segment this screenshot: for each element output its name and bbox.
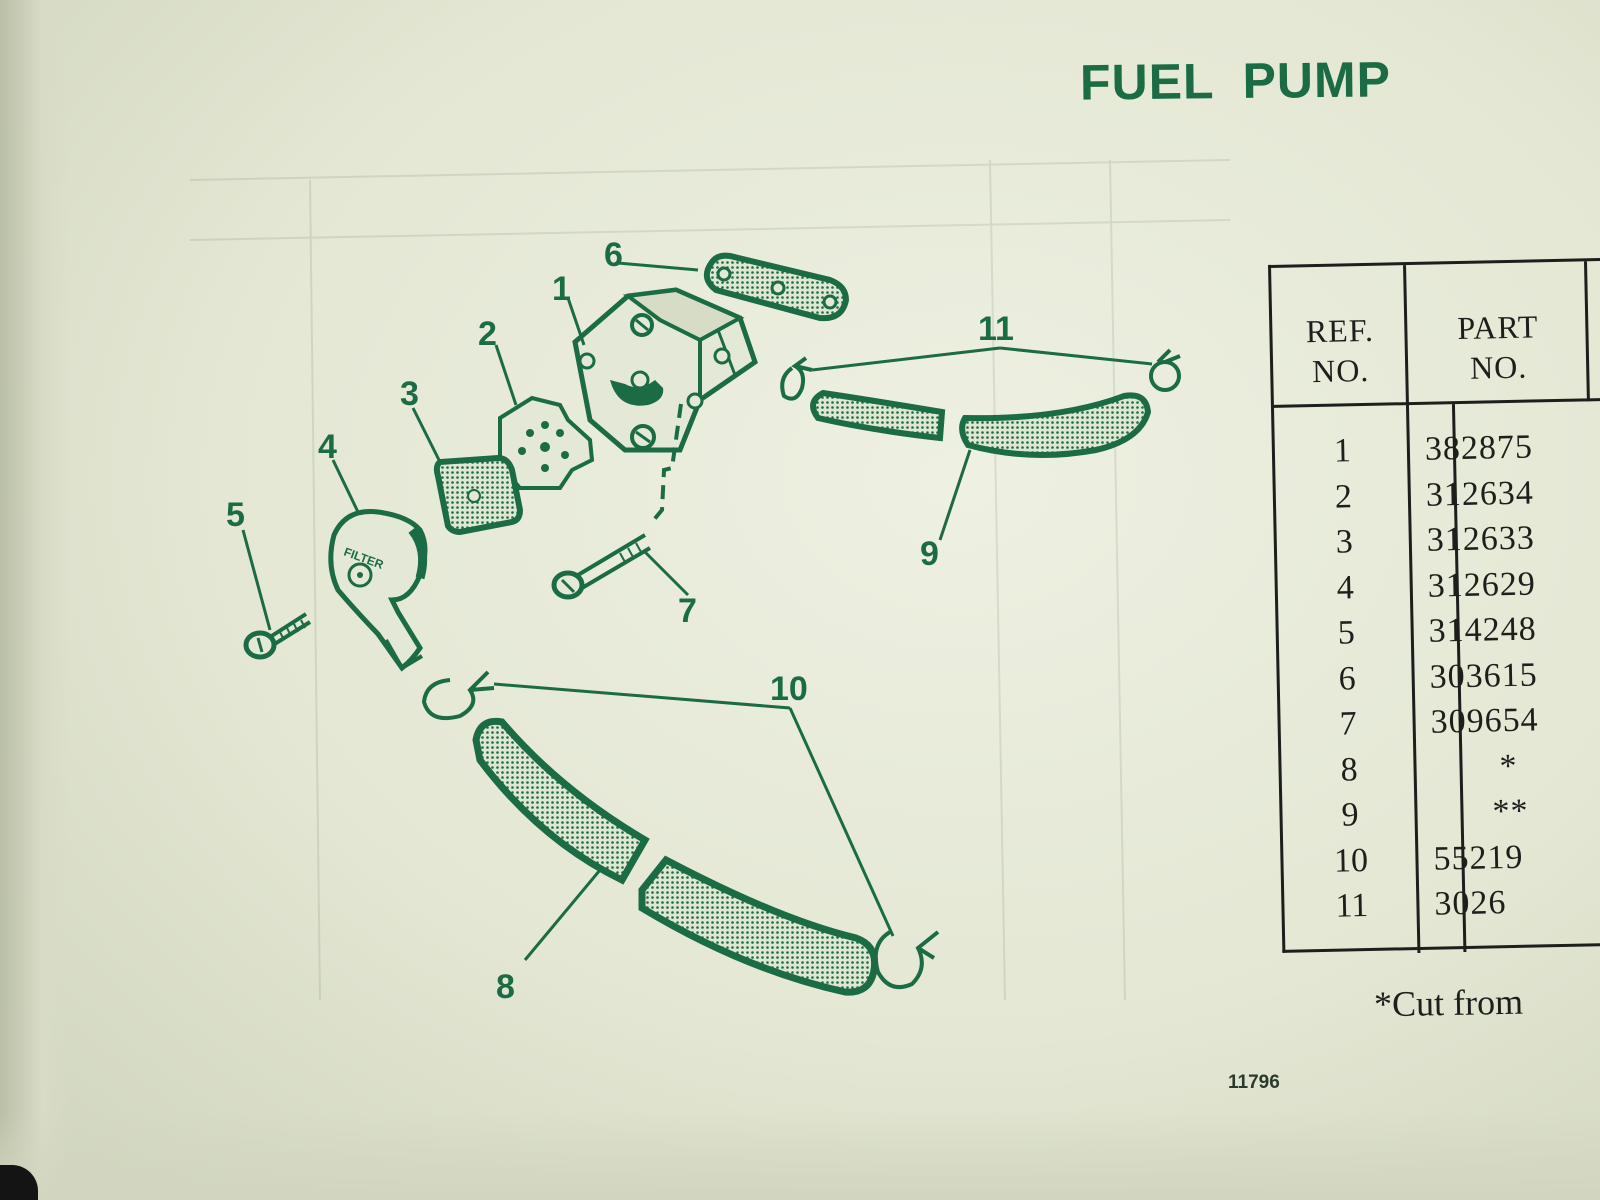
callout-8: 8: [496, 968, 515, 1006]
table-header-row: REF. NO. PART NO.: [1271, 260, 1600, 408]
callout-11: 11: [978, 310, 1014, 348]
callout-3: 3: [400, 375, 419, 413]
table-row: 8*: [1340, 747, 1518, 789]
part-4-filter-cover: FILTER: [328, 508, 428, 672]
callout-9: 9: [920, 535, 939, 573]
callout-5: 5: [226, 496, 245, 534]
callout-6: 6: [604, 236, 623, 274]
part-7-screw: [551, 403, 683, 600]
part-3-filter-screen: [433, 454, 524, 536]
callout-7: 7: [678, 592, 697, 630]
part-9-hose: [810, 389, 1152, 458]
page-gutter-shadow: [0, 0, 70, 1200]
page-bottom-shadow: [0, 1110, 1600, 1200]
header-part-no: PART NO.: [1457, 308, 1539, 386]
figure-number: 11796: [1228, 1072, 1280, 1093]
callout-4: 4: [318, 428, 337, 466]
callout-2: 2: [478, 315, 497, 353]
callout-leader-lines: [241, 261, 1153, 961]
callout-1: 1: [552, 270, 571, 308]
part-10-clamps: [421, 670, 940, 989]
header-ref-no: REF. NO.: [1305, 311, 1375, 390]
table-row: 9**: [1341, 792, 1529, 834]
part-11-clamps: [780, 348, 1181, 401]
table-footnote: *Cut from: [1373, 981, 1524, 1025]
part-5-screw: [243, 612, 312, 660]
part-6-gasket: [703, 252, 850, 322]
part-8-hose: [472, 717, 879, 996]
callout-10: 10: [770, 670, 808, 708]
part-1-pump-body: [572, 287, 758, 453]
